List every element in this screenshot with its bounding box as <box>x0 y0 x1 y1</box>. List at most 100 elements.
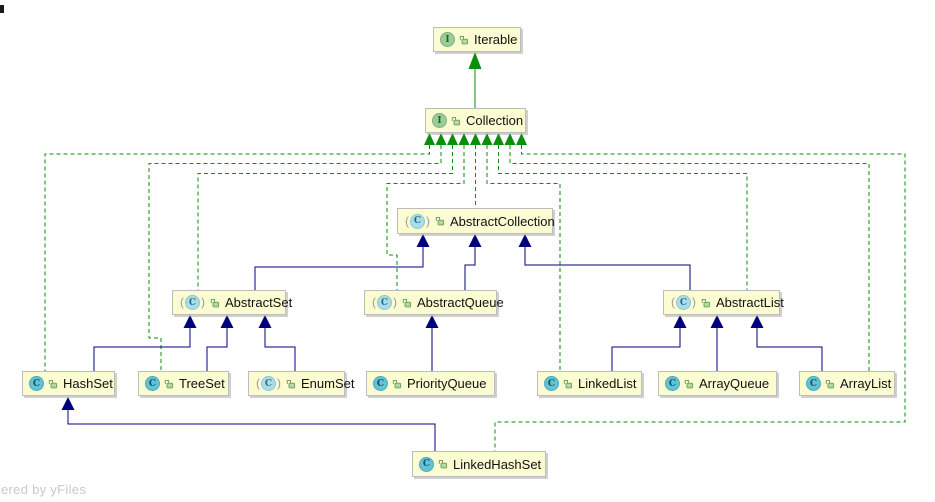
abstract-class-icon: C <box>410 213 425 229</box>
class-node-arrayqueue[interactable]: C ArrayQueue <box>658 371 777 396</box>
node-label: PriorityQueue <box>407 376 487 391</box>
watermark-text: ered by yFiles <box>1 482 87 497</box>
class-icon: C <box>145 376 160 391</box>
edge-line <box>197 145 454 290</box>
node-label: EnumSet <box>301 376 355 391</box>
abstract-paren: ( <box>405 213 409 228</box>
class-node-abstractcollection[interactable]: (C)AbstractCollection <box>397 208 555 234</box>
abstract-class-icon: C <box>261 376 276 391</box>
class-node-treeset[interactable]: C TreeSet <box>138 371 229 396</box>
edge-arrayqueue-abstractlist <box>710 315 724 371</box>
edge-abstractlist-collection <box>493 133 748 290</box>
arrowhead-implements <box>470 133 481 145</box>
lock-icon <box>451 116 461 125</box>
arrowhead-implements <box>447 133 458 145</box>
edge-collection-iterable <box>468 52 482 108</box>
arrowhead-implements <box>468 52 482 69</box>
edge-linkedlist-collection <box>481 133 561 371</box>
interface-node-iterable[interactable]: I Iterable <box>433 27 521 52</box>
lock-icon <box>563 379 573 388</box>
arrowhead-extends <box>710 315 724 328</box>
edge-line <box>206 327 228 371</box>
edge-abstractlist-abstractcollection <box>518 234 691 290</box>
node-label: ArrayList <box>840 376 892 391</box>
node-label: LinkedList <box>578 376 637 391</box>
edge-line <box>497 145 748 290</box>
interface-icon: I <box>432 113 447 128</box>
interface-node-collection[interactable]: I Collection <box>425 108 526 133</box>
edge-linkedhashset-hashset <box>61 397 436 451</box>
node-label: LinkedHashSet <box>453 456 542 472</box>
arrowhead-implements <box>493 133 504 145</box>
edge-line <box>464 246 476 290</box>
class-node-linkedlist[interactable]: C LinkedList <box>537 371 642 396</box>
class-node-abstractset[interactable]: (C)AbstractSet <box>172 290 292 315</box>
abstract-paren: ( <box>180 295 184 309</box>
arrowhead-extends <box>220 315 234 328</box>
lock-icon <box>435 217 445 226</box>
node-label: AbstractCollection <box>450 213 555 229</box>
screen-artifact <box>0 5 4 13</box>
node-label: Collection <box>466 113 524 128</box>
edge-treeset-abstractset <box>206 315 234 371</box>
interface-icon: I <box>440 32 455 47</box>
node-label: AbstractSet <box>225 295 293 310</box>
edge-abstractqueue-collection <box>386 133 470 290</box>
arrowhead-extends <box>468 234 482 247</box>
edge-line <box>611 327 681 371</box>
node-label: TreeSet <box>179 376 225 391</box>
node-label: AbstractQueue <box>417 295 504 310</box>
edge-hashset-collection <box>44 133 435 371</box>
edge-enumset-abstractset <box>258 315 296 371</box>
class-icon: C <box>29 376 44 391</box>
edge-line <box>756 327 823 371</box>
lock-icon <box>164 379 174 388</box>
node-label: ArrayQueue <box>699 376 770 391</box>
lock-icon <box>210 298 220 307</box>
edge-line <box>148 145 442 371</box>
abstract-paren: ( <box>372 295 376 309</box>
class-icon: C <box>544 376 559 391</box>
arrowhead-extends <box>425 315 439 328</box>
edge-priorityqueue-abstractqueue <box>425 315 439 371</box>
arrowhead-extends <box>673 315 687 328</box>
node-label: Iterable <box>474 32 518 47</box>
class-node-enumset[interactable]: (C)EnumSet <box>248 371 354 396</box>
abstract-paren: ) <box>277 376 281 390</box>
arrowhead-implements <box>458 133 470 145</box>
edge-line <box>67 409 436 451</box>
abstract-class-icon: C <box>377 295 392 310</box>
node-label: AbstractList <box>716 295 784 310</box>
class-icon: C <box>665 376 680 391</box>
arrowhead-implements <box>504 133 516 145</box>
abstract-paren: ) <box>201 295 205 309</box>
lock-icon <box>701 298 711 307</box>
arrowhead-extends <box>518 234 532 247</box>
class-node-abstractlist[interactable]: (C)AbstractList <box>663 290 784 315</box>
lock-icon <box>402 298 412 307</box>
edge-line <box>254 246 424 290</box>
lock-icon <box>825 379 835 388</box>
lock-icon <box>48 379 58 388</box>
arrowhead-extends <box>750 315 764 328</box>
edge-abstractcollection-collection <box>470 133 481 208</box>
arrowhead-implements <box>481 133 493 145</box>
abstract-paren: ) <box>393 295 397 309</box>
edge-treeset-collection <box>148 133 447 371</box>
lock-icon <box>392 379 402 388</box>
class-icon: C <box>419 456 434 472</box>
class-node-abstractqueue[interactable]: (C) AbstractQueue <box>364 290 504 315</box>
yfiles-watermark: ered by yFiles <box>1 482 86 497</box>
edge-hashset-abstractset <box>93 315 197 371</box>
lock-icon <box>684 379 694 388</box>
arrowhead-extends <box>61 397 75 410</box>
edge-abstractqueue-abstractcollection <box>464 234 482 290</box>
edge-line <box>486 145 561 371</box>
class-node-linkedhashset[interactable]: C LinkedHashSet <box>412 451 546 477</box>
edge-abstractset-collection <box>197 133 458 290</box>
abstract-class-icon: C <box>676 295 691 310</box>
